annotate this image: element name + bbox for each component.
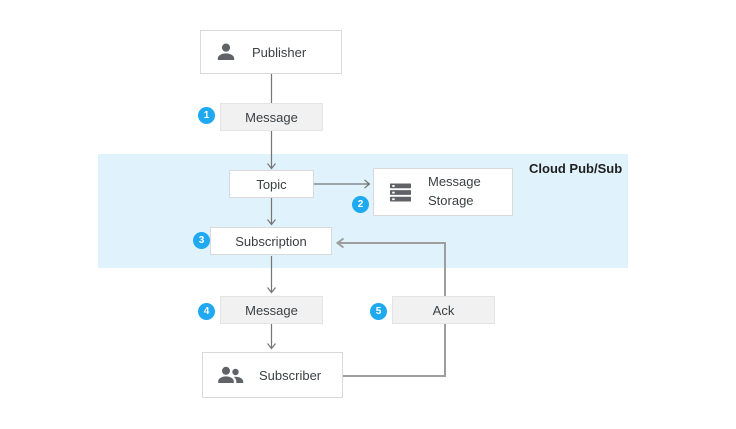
node-message-storage: Message Storage xyxy=(373,168,513,216)
storage-icon xyxy=(389,181,412,204)
pubsub-region-label: Cloud Pub/Sub xyxy=(529,161,623,176)
ack-label: Ack xyxy=(432,302,455,318)
topic-label: Topic xyxy=(256,176,287,192)
arrow-subscription-to-message xyxy=(267,256,276,294)
step-badge-2: 2 xyxy=(352,196,369,213)
person-icon xyxy=(214,39,238,65)
message-1-label: Message xyxy=(245,109,298,125)
message-storage-label: Message Storage xyxy=(428,174,481,208)
subscriber-label: Subscriber xyxy=(259,367,322,383)
people-icon xyxy=(216,362,245,388)
arrow-topic-to-storage xyxy=(314,179,371,189)
arrow-topic-to-subscription xyxy=(267,198,276,226)
subscription-label: Subscription xyxy=(235,233,307,249)
node-topic: Topic xyxy=(229,170,314,198)
arrow-message-to-subscriber xyxy=(267,324,276,350)
node-ack: Ack xyxy=(392,296,495,324)
node-message-1: Message xyxy=(220,103,323,131)
message-2-label: Message xyxy=(245,302,298,318)
arrow-message-to-topic xyxy=(267,131,276,170)
step-badge-3: 3 xyxy=(193,232,210,249)
node-publisher: Publisher xyxy=(200,30,342,74)
step-badge-4: 4 xyxy=(198,303,215,320)
node-message-2: Message xyxy=(220,296,323,324)
step-badge-5: 5 xyxy=(370,303,387,320)
publisher-label: Publisher xyxy=(252,44,307,60)
node-subscriber: Subscriber xyxy=(202,352,343,398)
node-subscription: Subscription xyxy=(210,227,332,255)
step-badge-1: 1 xyxy=(198,107,215,124)
